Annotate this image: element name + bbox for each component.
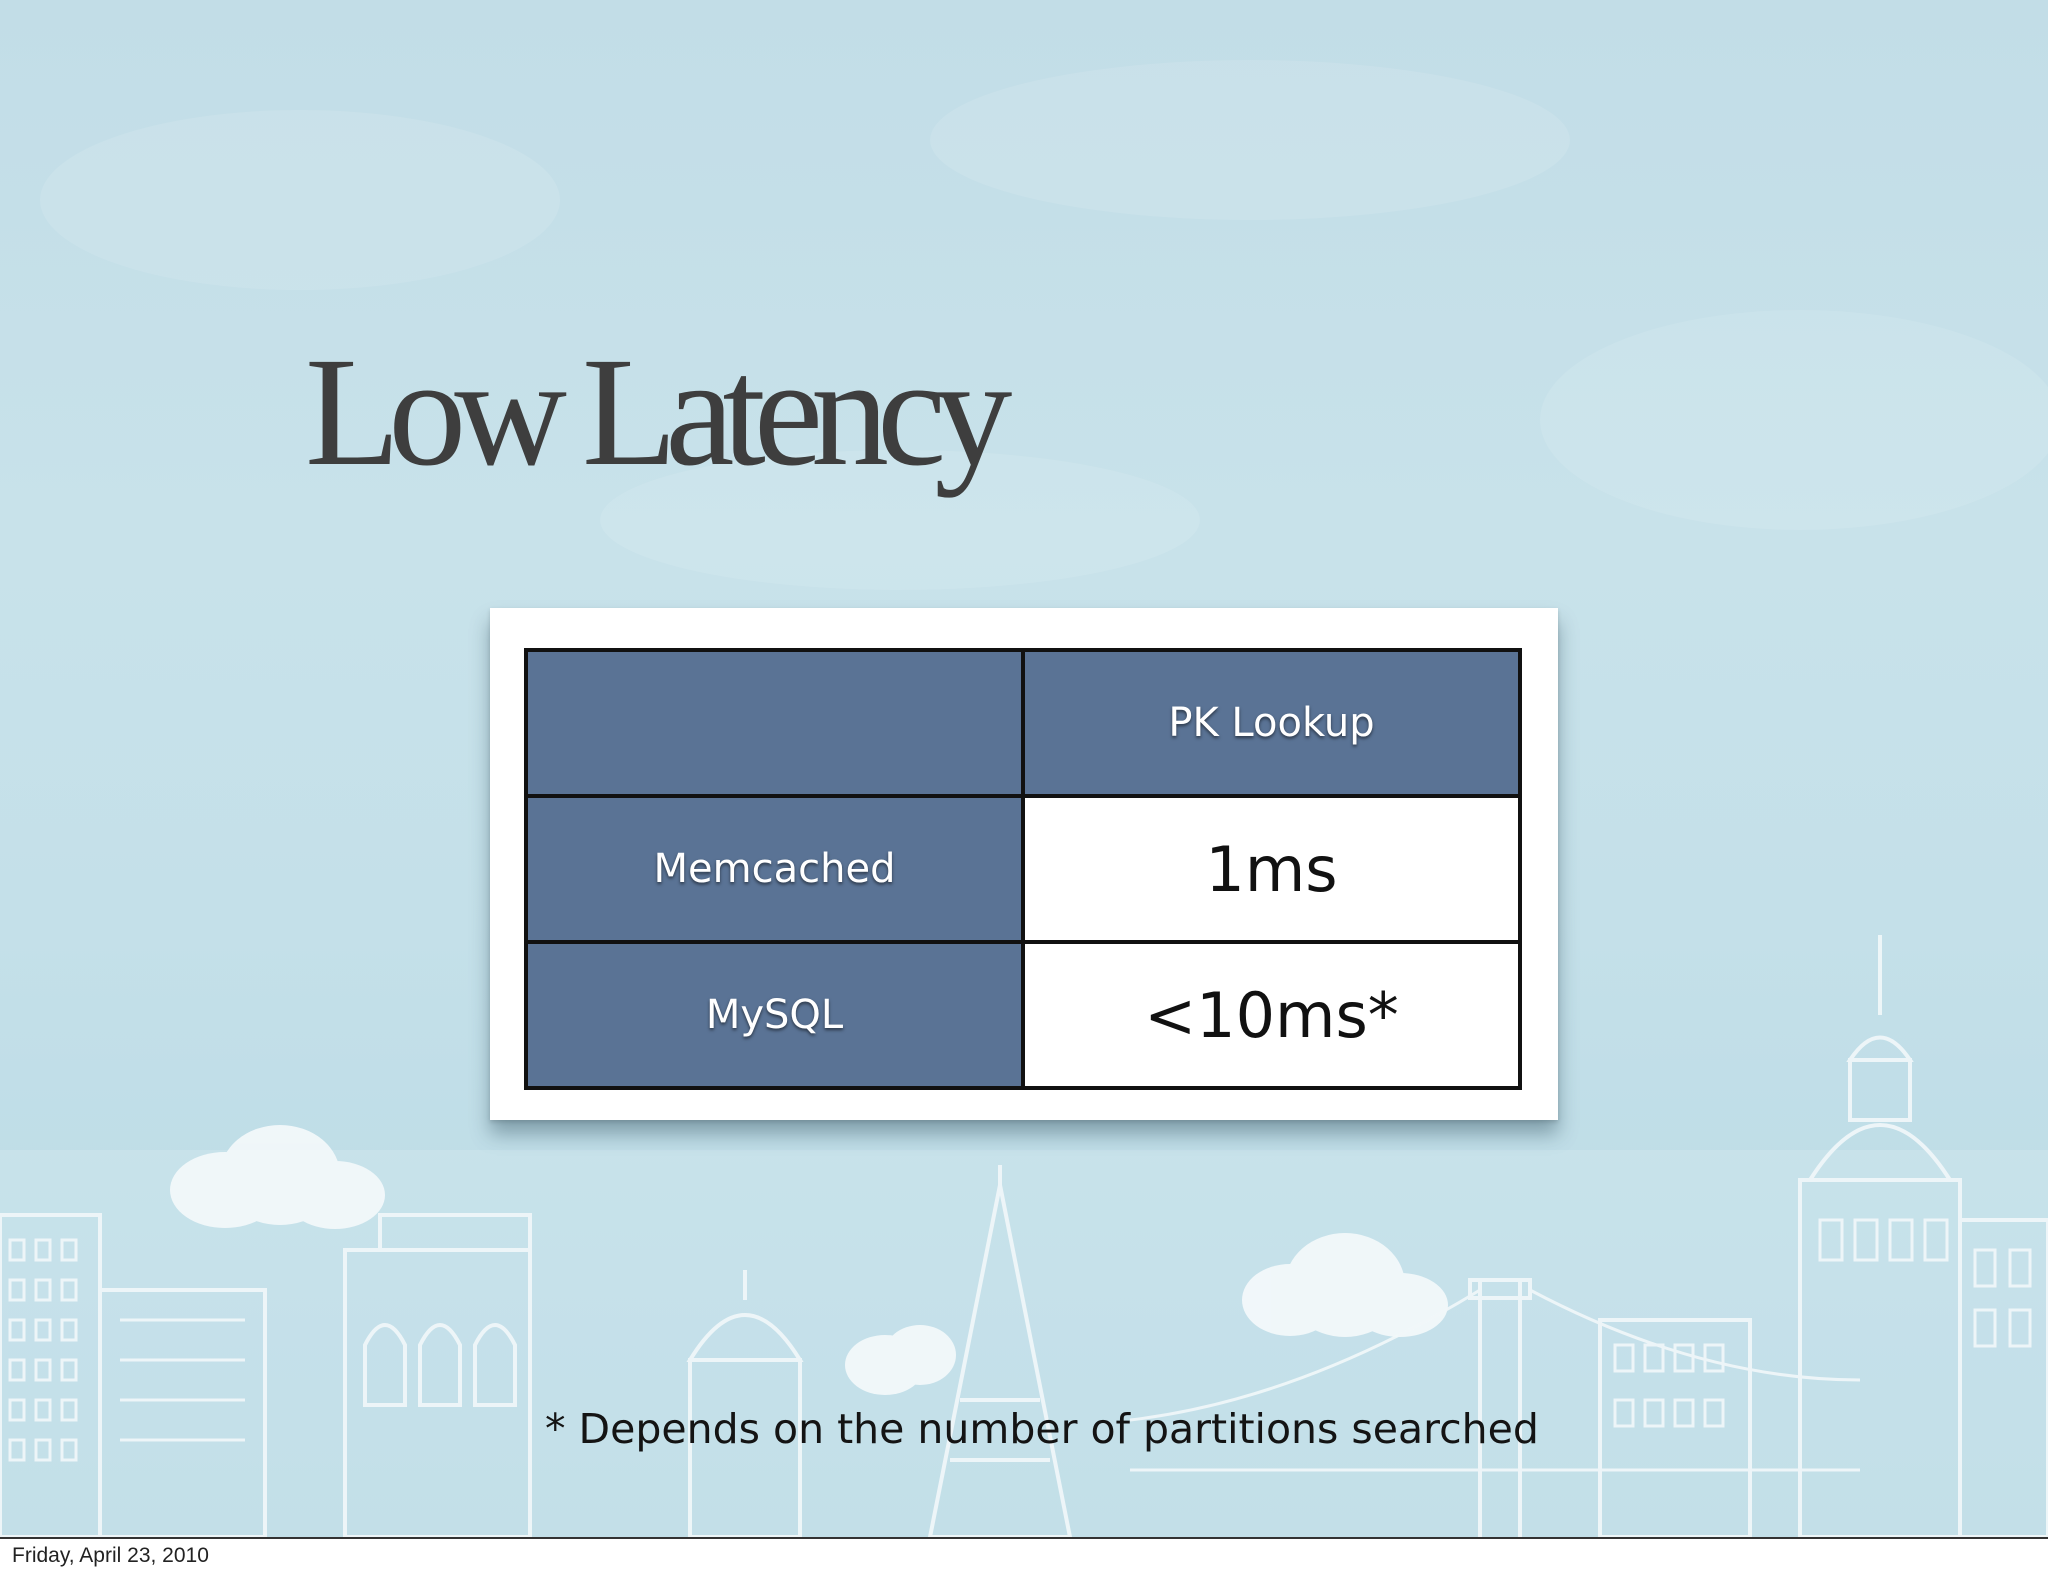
row-value-memcached: 1ms: [1021, 794, 1522, 944]
slide: Low Latency PK Lookup Memcached 1ms MySQ…: [0, 0, 2048, 1537]
latency-table: PK Lookup Memcached 1ms MySQL <10ms*: [524, 648, 1522, 1090]
table-header-pk-lookup: PK Lookup: [1021, 648, 1522, 798]
table-header-corner: [524, 648, 1025, 798]
table-row: Memcached 1ms: [524, 794, 1522, 944]
latency-table-card: PK Lookup Memcached 1ms MySQL <10ms*: [490, 608, 1558, 1120]
table-header-row: PK Lookup: [524, 648, 1522, 798]
row-label-mysql: MySQL: [524, 940, 1025, 1090]
table-row: MySQL <10ms*: [524, 940, 1522, 1090]
slide-title: Low Latency: [305, 325, 1012, 498]
footnote: * Depends on the number of partitions se…: [545, 1405, 1539, 1453]
city-skyline-illustration: [0, 935, 2048, 1537]
row-label-memcached: Memcached: [524, 794, 1025, 944]
row-value-mysql: <10ms*: [1021, 940, 1522, 1090]
footer-date: Friday, April 23, 2010: [12, 1544, 209, 1567]
footer-divider: [0, 1537, 2048, 1539]
